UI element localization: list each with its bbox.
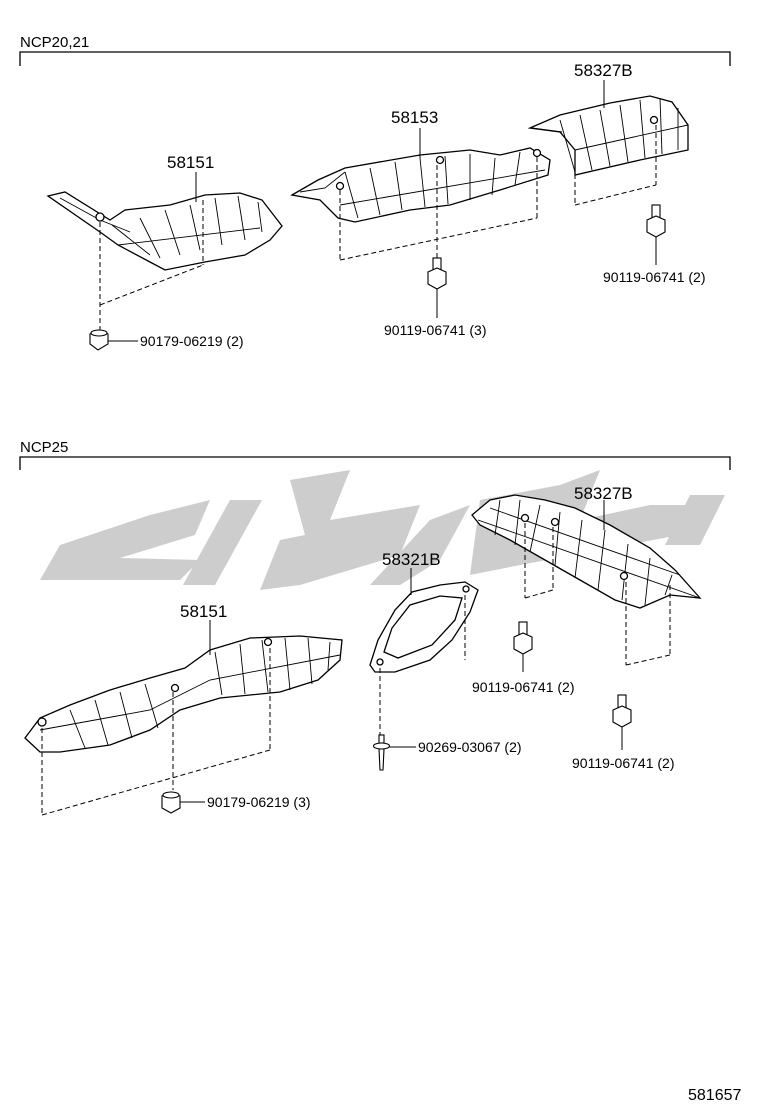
leader-58327b-top bbox=[574, 125, 657, 206]
part-number-58327b-bottom: 58327B bbox=[574, 484, 633, 503]
fastener-90269: 90269-03067 (2) bbox=[418, 739, 522, 755]
heat-shield-58151-bottom bbox=[24, 635, 343, 753]
leader-58321b bbox=[379, 595, 466, 735]
part-number-58321b: 58321B bbox=[382, 550, 441, 569]
bolt-icon-top-mid bbox=[427, 257, 447, 290]
part-number-58151-bottom: 58151 bbox=[180, 602, 227, 621]
heat-shield-58321b bbox=[369, 581, 479, 673]
section-top: NCP20,21 58151 90179-06219 (2) bbox=[19, 34, 731, 351]
fastener-90119-top-right: 90119-06741 (2) bbox=[603, 269, 705, 285]
bolt-icon-bottom-a bbox=[513, 621, 533, 655]
heat-shield-58153 bbox=[290, 147, 551, 223]
heat-shield-58327b-top bbox=[527, 95, 689, 176]
section-label-top: NCP20,21 bbox=[20, 34, 89, 51]
part-number-58327b-top: 58327B bbox=[574, 61, 633, 80]
fastener-90179-top: 90179-06219 (2) bbox=[140, 333, 244, 349]
nut-icon-top bbox=[89, 329, 109, 351]
section-bracket-top bbox=[19, 51, 731, 66]
bolt-icon-bottom-b bbox=[612, 694, 632, 728]
leader-58151-top bbox=[99, 200, 204, 330]
section-bracket-bottom bbox=[19, 456, 731, 470]
fastener-90119-bottom-a: 90119-06741 (2) bbox=[472, 679, 574, 695]
leader-58327b-bottom bbox=[524, 523, 671, 666]
part-number-58151-top: 58151 bbox=[167, 153, 214, 172]
diagram-reference-number: 581657 bbox=[688, 1087, 741, 1104]
leader-58151-bottom bbox=[41, 648, 271, 816]
heat-shield-58151-top bbox=[46, 191, 283, 271]
bolt-icon-top-right bbox=[646, 204, 666, 238]
part-number-58153: 58153 bbox=[391, 108, 438, 127]
section-label-bottom: NCP25 bbox=[20, 439, 68, 456]
fastener-90119-bottom-b: 90119-06741 (2) bbox=[572, 755, 674, 771]
heat-shield-58327b-bottom bbox=[471, 494, 702, 609]
section-bottom: NCP25 58151 90179-06219 (3) bbox=[19, 439, 731, 816]
leader-58153 bbox=[339, 157, 538, 261]
fastener-90119-top-mid: 90119-06741 (3) bbox=[384, 322, 486, 338]
fastener-90179-bottom: 90179-06219 (3) bbox=[207, 794, 311, 810]
stud-icon bbox=[372, 734, 391, 771]
nut-icon-bottom bbox=[161, 791, 181, 814]
